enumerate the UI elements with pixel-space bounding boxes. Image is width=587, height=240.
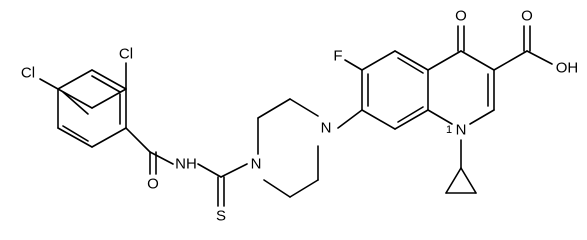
- atom-n-piperazine-1: N: [251, 156, 262, 173]
- quinolone-benzo-ring: [361, 50, 429, 130]
- cyclopropyl-ring: [445, 167, 477, 194]
- atom-locant-1: 1: [446, 124, 452, 136]
- atom-nh: NH: [175, 156, 197, 173]
- atom-n-piperazine-4: N: [321, 120, 332, 137]
- dichlorophenyl-ring: [57, 88, 127, 148]
- c-cl-bond-left: [39, 78, 59, 90]
- atom-s: S: [216, 208, 226, 225]
- atom-oh: OH: [556, 60, 579, 77]
- npip-aryl-bond: [337, 109, 363, 129]
- c-cooh-bond: [493, 50, 528, 71]
- atom-o-amide: O: [147, 176, 159, 193]
- acid-oh-bond: [526, 50, 553, 65]
- nh-thio-bond: [197, 163, 222, 178]
- atom-o-keto: O: [455, 8, 467, 25]
- aryl-carbonyl-bond: [125, 127, 151, 153]
- carbonyl-nh-bond: [149, 151, 174, 165]
- dichlorophenyl-ring-outline: [57, 69, 127, 93]
- thio-npip-bond: [220, 163, 248, 178]
- piperazine-ring: [257, 98, 319, 198]
- atom-cl-para: Cl: [21, 65, 35, 82]
- atom-f: F: [333, 48, 342, 65]
- atom-cl-ortho: Cl: [119, 46, 133, 63]
- quinolone-pyridone-ring: [427, 50, 495, 125]
- c-f-bond: [344, 59, 363, 71]
- atom-o-acid: O: [521, 8, 533, 25]
- atom-n-quinoline: N: [456, 122, 467, 139]
